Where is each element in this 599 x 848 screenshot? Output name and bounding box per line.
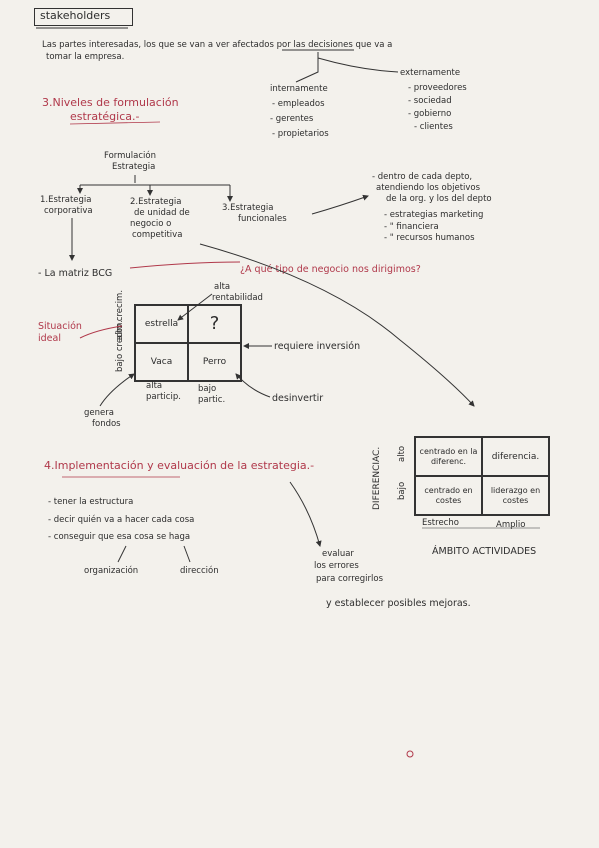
section-3-title-2: estratégica.- [70,110,140,123]
functional-note: - " financiera [384,222,439,232]
porter-cell: liderazgo en costes [482,476,549,515]
bcg-x-baja-2: partic. [198,395,226,405]
desinvertir-arrow [235,373,271,398]
bcg-x-alta-2: particip. [146,392,181,402]
functional-note: - dentro de cada depto, [372,172,473,182]
section-4-item: - tener la estructura [48,497,134,507]
situacion-ideal-2: ideal [38,333,61,344]
tree-branch-2b: de unidad de [134,208,190,218]
question-curve [129,261,241,269]
functional-note: de la org. y los del depto [386,194,492,204]
bcg-cell-interrogante: ? [188,305,241,343]
external-item: - clientes [414,122,453,132]
split-external [317,57,399,73]
internal-item: - gerentes [270,114,314,124]
internal-label: internamente [270,84,328,94]
fondos-arrow [99,373,135,407]
porter-cell: diferencia. [482,437,549,476]
desinvertir: desinvertir [272,393,324,404]
tree-root: Formulación [104,151,156,161]
bcg-label: - La matriz BCG [38,268,113,279]
bcg-cell-vaca: Vaca [135,343,188,381]
eval-line: evaluar [322,549,354,559]
intro-line-2: tomar la empresa. [46,52,125,62]
functional-note: - " recursos humanos [384,233,475,243]
tree-branch-3: 3.Estrategia [222,203,274,213]
tree-branch-2c: negocio o [130,219,172,229]
external-item: - gobierno [408,109,452,119]
bcg-question: ¿A qué tipo de negocio nos dirigimos? [240,264,421,275]
functional-arrow [311,194,369,215]
tree-branch-3b: funcionales [238,214,287,224]
tree-branch-2: 2.Estrategia [130,197,182,207]
porter-cell: centrado en la diferenc. [415,437,482,476]
bcg-matrix: estrella ? Vaca Perro [134,304,242,382]
tree-branch-2d: competitiva [132,230,183,240]
bcg-x-baja: bajo [198,384,217,394]
bcg-cell-estrella: estrella [135,305,188,343]
porter-x-estrecho: Estrecho [422,518,459,528]
tree-branch-1: 1.Estrategia [40,195,92,205]
external-label: externamente [400,68,461,78]
alta-rentabilidad-2: rentabilidad [212,293,263,303]
genera-fondos-2: fondos [92,419,121,429]
internal-item: - propietarios [272,129,329,139]
tree-root-2: Estrategia [112,162,156,172]
title-box [34,8,133,26]
organizacion: organización [84,566,139,576]
bcg-cell-perro: Perro [188,343,241,381]
section-3-underline [69,121,161,125]
section-4-item: - decir quién va a hacer cada cosa [48,515,195,525]
situacion-arrow [79,325,123,339]
functional-note: - estrategias marketing [384,210,484,220]
internal-item: - empleados [272,99,325,109]
external-item: - sociedad [408,96,452,106]
situacion-ideal: Situación [38,321,82,332]
page-title: stakeholders [40,9,111,22]
red-doodle [406,750,414,758]
split-internal [295,52,319,83]
rentabilidad-arrow [177,293,213,321]
porter-x-amplio: Amplio [496,520,526,530]
direccion: dirección [180,566,219,576]
external-item: - proveedores [408,83,467,93]
functional-note: atendiendo los objetivos [376,183,481,193]
porter-matrix: centrado en la diferenc. diferencia. cen… [414,436,550,516]
evaluar-curve [289,481,322,547]
requiere-inversion: requiere inversión [274,341,361,352]
eval-line: para corregirlos [316,574,384,584]
porter-cell: centrado en costes [415,476,482,515]
org-stroke [117,545,127,563]
eval-line: los errores [314,561,359,571]
genera-fondos: genera [84,408,114,418]
bcg-x-alta: alta [146,381,163,391]
section-3-title: 3.Niveles de formulación [42,96,179,109]
porter-xlabel: ÁMBITO ACTIVIDADES [432,546,537,557]
intro-line-1: Las partes interesadas, los que se van a… [42,40,393,50]
section-4-title: 4.Implementación y evaluación de la estr… [44,459,315,472]
eval-line: y establecer posibles mejoras. [326,598,471,609]
competitive-curve [199,243,475,407]
alta-rentabilidad: alta [214,282,231,292]
section-4-item: - conseguir que esa cosa se haga [48,532,191,542]
tree-branch-1b: corporativa [44,206,93,216]
dir-stroke [183,545,191,563]
